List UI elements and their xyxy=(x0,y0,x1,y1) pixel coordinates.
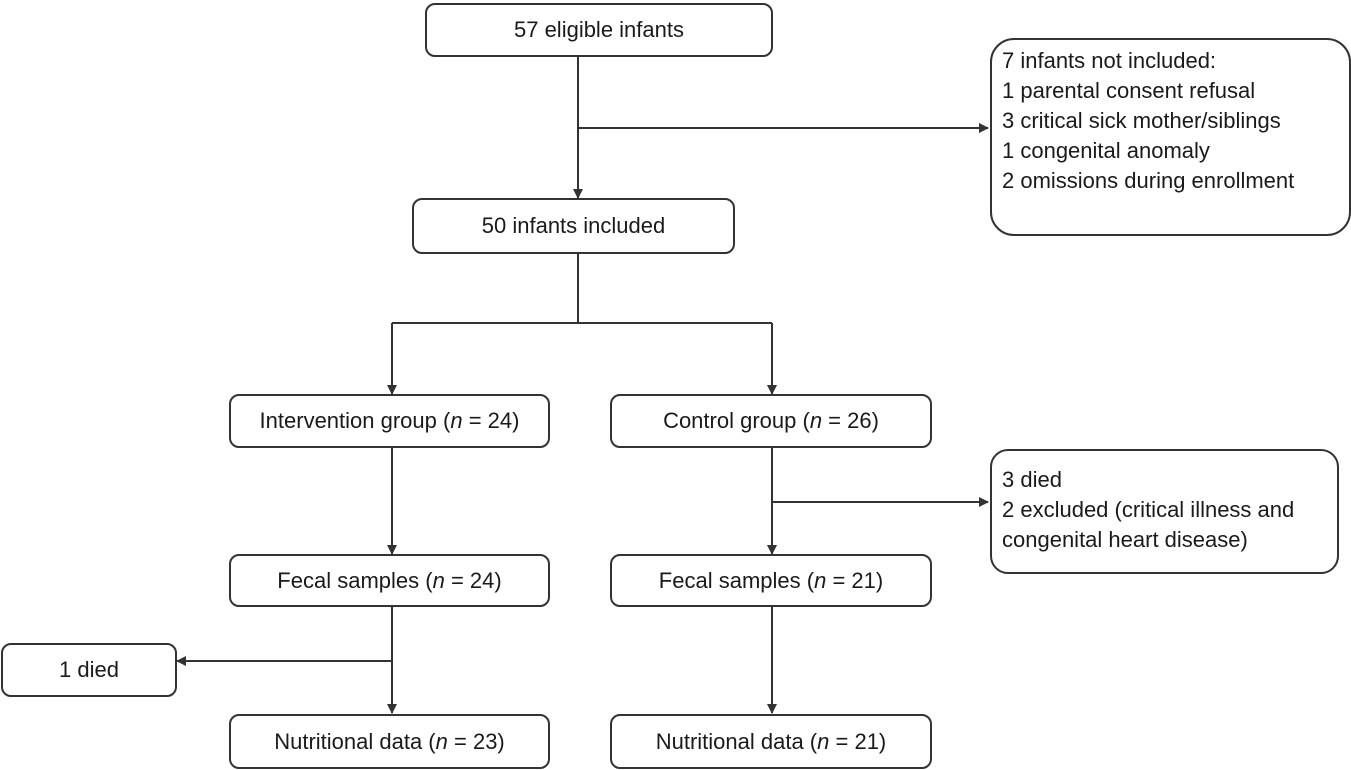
not-included-line: 2 omissions during enrollment xyxy=(1002,168,1295,193)
not-included-line: 1 congenital anomaly xyxy=(1002,138,1210,163)
fecal-samples-intervention-label: Fecal samples (n = 24) xyxy=(277,567,502,593)
control-excluded-line: congenital heart disease) xyxy=(1002,527,1248,552)
nutritional-data-intervention-box: Nutritional data (n = 23) xyxy=(229,714,550,769)
not-included-line: 3 critical sick mother/siblings xyxy=(1002,108,1281,133)
control-excluded-line: 3 died xyxy=(1002,467,1062,492)
not-included-line: 1 parental consent refusal xyxy=(1002,78,1256,103)
eligible-infants-box: 57 eligible infants xyxy=(425,3,773,57)
not-included-line: 7 infants not included: xyxy=(1002,48,1217,73)
nutritional-data-control-label: Nutritional data (n = 21) xyxy=(655,728,887,754)
control-group-box: Control group (n = 26) xyxy=(610,394,932,448)
intervention-group-box: Intervention group (n = 24) xyxy=(229,394,550,448)
infants-included-box: 50 infants included xyxy=(412,198,735,254)
nutritional-data-control-box: Nutritional data (n = 21) xyxy=(610,714,932,769)
fecal-samples-intervention-box: Fecal samples (n = 24) xyxy=(229,554,550,607)
died-intervention-label: 1 died xyxy=(59,657,119,682)
eligible-infants-label: 57 eligible infants xyxy=(513,17,684,42)
intervention-group-label: Intervention group (n = 24) xyxy=(259,408,520,433)
nutritional-data-intervention-label: Nutritional data (n = 23) xyxy=(274,728,505,754)
fecal-samples-control-box: Fecal samples (n = 21) xyxy=(610,554,932,607)
fecal-samples-control-label: Fecal samples (n = 21) xyxy=(658,567,884,593)
died-intervention-box: 1 died xyxy=(1,643,177,697)
not-included-box: 7 infants not included: 1 parental conse… xyxy=(990,38,1351,236)
infants-included-label: 50 infants included xyxy=(481,213,666,238)
control-group-label: Control group (n = 26) xyxy=(663,408,879,433)
control-excluded-box: 3 died 2 excluded (critical illness and … xyxy=(990,449,1339,574)
control-excluded-line: 2 excluded (critical illness and xyxy=(1002,497,1295,522)
